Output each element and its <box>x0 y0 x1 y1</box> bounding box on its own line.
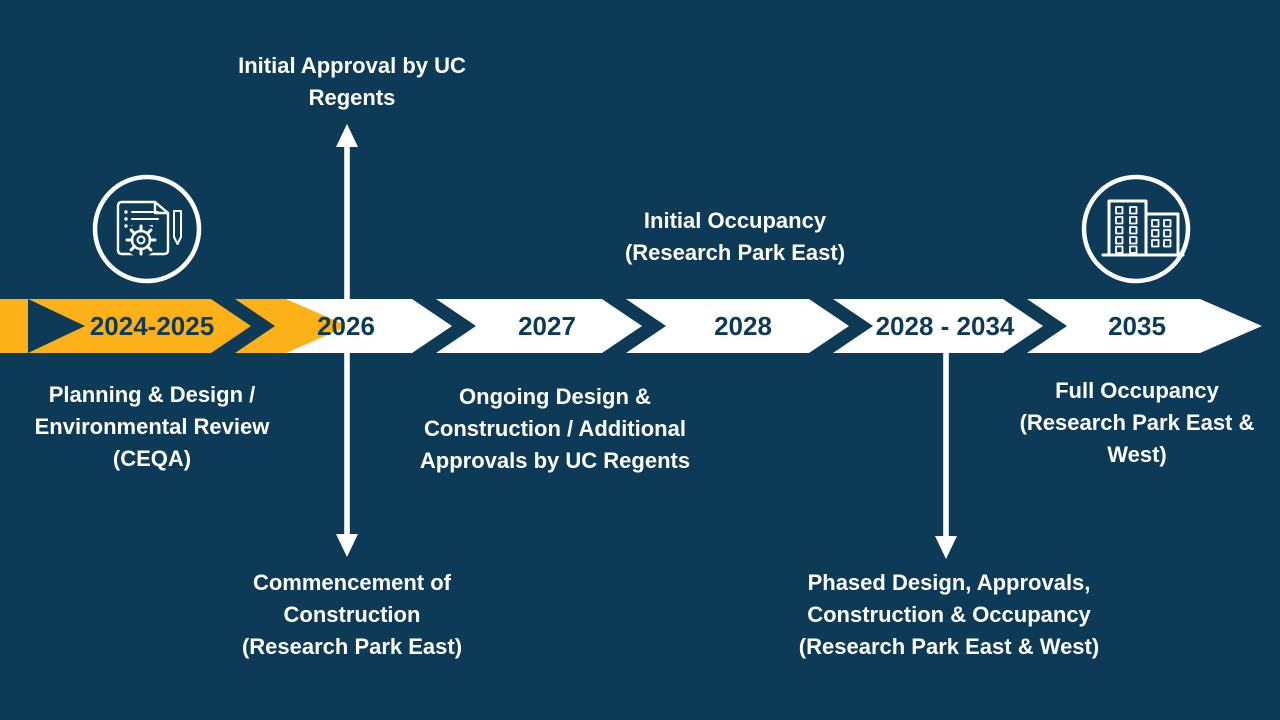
year-label-2028: 2028 <box>714 311 772 341</box>
chevron-separator-icon <box>809 299 873 353</box>
chevron-separator-icon <box>602 299 666 353</box>
up-down-arrow <box>336 124 358 557</box>
buildings-icon <box>1081 174 1191 284</box>
timeline-ribbon <box>262 299 1262 353</box>
year-label-2024-2025: 2024-2025 <box>89 311 215 341</box>
year-label-2027: 2027 <box>518 311 576 341</box>
chevron-separator-icon <box>412 299 476 353</box>
timeline-ribbon-highlight <box>0 299 348 353</box>
document-review-icon <box>92 174 202 284</box>
chevron-separator-icon <box>211 299 275 353</box>
note-commencement: Commencement of Construction (Research P… <box>241 570 463 659</box>
note-phased-design: Phased Design, Approvals, Construction &… <box>798 570 1100 659</box>
year-label-2035: 2035 <box>1108 311 1166 341</box>
note-initial-occupancy: Initial Occupancy (Research Park East) <box>624 208 846 265</box>
note-full-occupancy: Full Occupancy (Research Park East & Wes… <box>1019 378 1255 467</box>
year-label-2028-2034: 2028 - 2034 <box>875 311 1015 341</box>
note-initial-approval: Initial Approval by UC Regents <box>238 53 466 110</box>
chevron-separator-icon <box>1003 299 1067 353</box>
note-planning-design: Planning & Design / Environmental Review… <box>34 382 270 471</box>
down-arrow <box>935 353 957 559</box>
note-ongoing-design: Ongoing Design & Construction / Addition… <box>419 384 691 473</box>
start-chevron-icon <box>28 299 85 353</box>
year-label-2026: 2026 <box>317 311 375 341</box>
